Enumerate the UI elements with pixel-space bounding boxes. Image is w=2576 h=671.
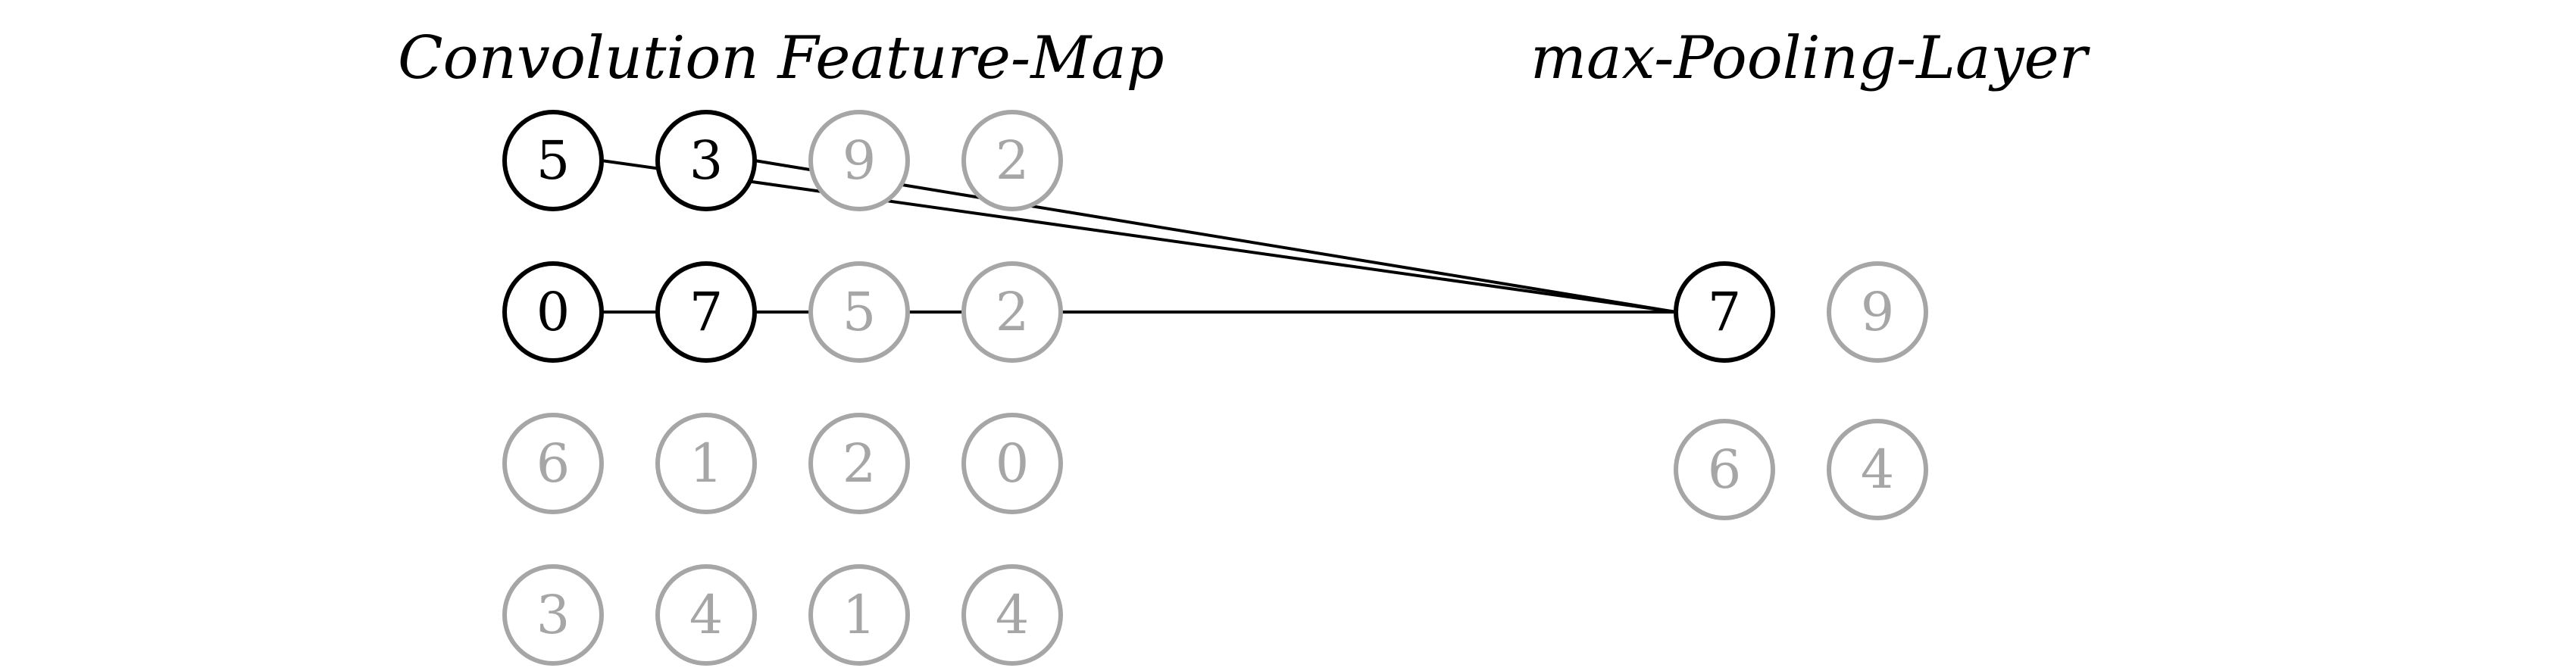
pooling-node-circle — [1827, 261, 1928, 363]
feature-map-node-circle — [502, 261, 604, 363]
feature-map-node-value: 4 — [689, 584, 724, 646]
feature-map-node-circle — [808, 261, 910, 363]
feature-map-node-circle — [502, 413, 604, 514]
feature-map-node-value: 3 — [536, 584, 571, 646]
feature-map-node-value: 1 — [689, 432, 724, 495]
feature-map-node-r3-c3: 4 — [961, 564, 1063, 666]
feature-map-node-value: 0 — [996, 432, 1030, 495]
feature-map-node-circle — [961, 564, 1063, 666]
feature-map-node-value: 1 — [843, 584, 877, 646]
pooling-node-r0-c1: 9 — [1827, 261, 1928, 363]
pooling-node-value: 7 — [1708, 281, 1742, 343]
feature-map-node-circle — [655, 564, 757, 666]
pooling-node-r0-c0: 7 — [1674, 261, 1775, 363]
feature-map-node-circle — [808, 110, 910, 211]
feature-map-node-r0-c1: 3 — [655, 110, 757, 211]
feature-map-node-r2-c0: 6 — [502, 413, 604, 514]
feature-map-node-r0-c2: 9 — [808, 110, 910, 211]
pooling-layer-title: max-Pooling-Layer — [1530, 24, 2091, 92]
feature-map-node-circle — [961, 261, 1063, 363]
feature-map-node-value: 6 — [536, 432, 571, 495]
pooling-node-value: 9 — [1861, 281, 1895, 343]
feature-map-node-r1-c0: 0 — [502, 261, 604, 363]
connection-line-0 — [601, 159, 1677, 314]
feature-map-node-value: 5 — [536, 130, 571, 192]
feature-map-node-circle — [961, 110, 1063, 211]
feature-map-node-r2-c3: 0 — [961, 413, 1063, 514]
pooling-connections — [601, 159, 1677, 314]
feature-map-node-r3-c1: 4 — [655, 564, 757, 666]
pooling-layer-grid: 7 9 6 4 — [1674, 261, 1928, 520]
pooling-node-value: 4 — [1861, 438, 1895, 501]
feature-map-node-r0-c3: 2 — [961, 110, 1063, 211]
feature-map-node-value: 2 — [996, 130, 1030, 192]
feature-map-node-r1-c2: 5 — [808, 261, 910, 363]
pooling-node-circle — [1674, 419, 1775, 520]
feature-map-node-value: 2 — [996, 281, 1030, 343]
feature-map-node-circle — [502, 110, 604, 211]
feature-map-node-r2-c2: 2 — [808, 413, 910, 514]
feature-map-title: Convolution Feature-Map — [398, 24, 1165, 92]
connection-line-1 — [754, 159, 1677, 314]
pooling-node-r1-c1: 4 — [1827, 419, 1928, 520]
pooling-node-circle — [1827, 419, 1928, 520]
feature-map-node-value: 4 — [996, 584, 1030, 646]
feature-map-node-circle — [655, 413, 757, 514]
feature-map-node-circle — [961, 413, 1063, 514]
feature-map-node-r1-c1: 7 — [655, 261, 757, 363]
feature-map-node-value: 2 — [843, 432, 877, 495]
feature-map-node-value: 0 — [536, 281, 571, 343]
feature-map-node-r3-c2: 1 — [808, 564, 910, 666]
pooling-node-circle — [1674, 261, 1775, 363]
feature-map-node-r2-c1: 1 — [655, 413, 757, 514]
pooling-node-value: 6 — [1708, 438, 1742, 501]
pooling-node-r1-c0: 6 — [1674, 419, 1775, 520]
feature-map-node-circle — [655, 261, 757, 363]
feature-map-node-circle — [655, 110, 757, 211]
feature-map-node-value: 9 — [843, 130, 877, 192]
feature-map-node-r1-c3: 2 — [961, 261, 1063, 363]
feature-map-node-r0-c0: 5 — [502, 110, 604, 211]
feature-map-node-circle — [808, 413, 910, 514]
feature-map-grid: 5 3 9 2 0 7 5 2 6 1 2 0 3 4 1 4 — [502, 110, 1063, 666]
feature-map-node-circle — [502, 564, 604, 666]
feature-map-node-circle — [808, 564, 910, 666]
feature-map-node-value: 7 — [689, 281, 724, 343]
feature-map-node-r3-c0: 3 — [502, 564, 604, 666]
feature-map-node-value: 5 — [843, 281, 877, 343]
feature-map-node-value: 3 — [689, 130, 724, 192]
